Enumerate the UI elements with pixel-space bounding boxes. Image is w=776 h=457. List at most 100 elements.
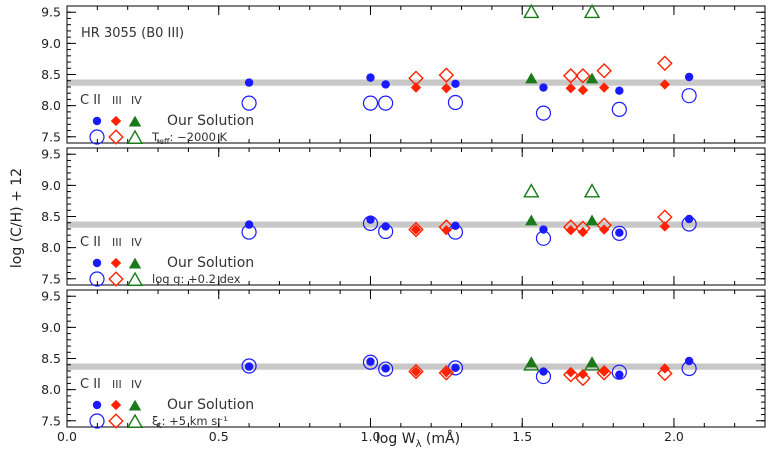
solution-cii-point — [539, 367, 548, 376]
perturbed-cii-point — [681, 88, 697, 104]
solution-cii-point — [451, 221, 460, 231]
solution-cii-point — [381, 364, 390, 373]
legend-solution-label: Our Solution — [167, 113, 254, 129]
perturbed-ciii-point — [438, 365, 455, 381]
solution-cii-point — [684, 214, 694, 224]
solution-cii-point — [615, 86, 624, 95]
legend-open-ciii — [108, 271, 124, 287]
solution-civ-point — [585, 214, 599, 226]
solution-cii-point — [539, 225, 548, 234]
legend-ion-civ: IV — [131, 378, 142, 391]
solution-ciii-point — [441, 83, 452, 94]
legend-open-cii — [89, 271, 105, 287]
y-tick-label: 8.5 — [41, 209, 61, 224]
x-tick-label: 0.5 — [209, 429, 229, 444]
perturbed-cii-point — [535, 105, 552, 121]
solution-ciii-point — [598, 224, 610, 235]
solution-cii-point — [244, 362, 254, 371]
y-tick-label: 8.0 — [41, 382, 61, 397]
x-axis-label: log Wλ (mÅ) — [376, 430, 460, 450]
solution-ciii-point — [659, 363, 671, 374]
y-tick-label: 7.5 — [41, 129, 61, 144]
perturbed-civ-point — [523, 183, 540, 198]
perturbed-ciii-point — [657, 365, 673, 382]
solution-civ-point — [585, 356, 599, 368]
legend-open-cii — [89, 413, 105, 429]
legend-filled-ciii — [110, 115, 122, 127]
perturbed-ciii-point — [575, 67, 591, 84]
solution-ciii-point — [565, 225, 576, 236]
legend-open-civ — [126, 271, 144, 286]
legend-ion-cii: C II — [80, 377, 101, 392]
solution-cii-point — [244, 78, 254, 87]
perturbation-value: : −2000 K — [169, 130, 227, 144]
perturbed-ciii-point — [575, 370, 591, 387]
legend-filled-cii — [92, 116, 102, 126]
solution-ciii-point — [565, 83, 576, 94]
perturbed-civ-point — [523, 3, 540, 19]
star-label: HR 3055 (B0 III) — [81, 26, 184, 41]
y-tick-label: 9.0 — [41, 178, 61, 193]
legend-ion-cii: C II — [80, 93, 101, 108]
y-tick-label: 8.5 — [41, 67, 61, 82]
y-tick-label: 8.0 — [41, 98, 61, 113]
solution-ciii-point — [441, 225, 452, 236]
y-tick-label: 9.5 — [41, 289, 61, 304]
legend-open-civ — [126, 413, 144, 428]
solution-cii-point — [381, 222, 390, 231]
solution-ciii-point — [565, 367, 576, 378]
solution-civ-point — [585, 72, 599, 84]
perturbed-ciii-point — [408, 221, 424, 238]
solution-ciii-point — [577, 226, 589, 238]
perturbation-symbol: ξ — [152, 414, 158, 428]
legend-ion-cii: C II — [80, 235, 101, 250]
x-axis-label-unit: (mÅ) — [421, 430, 460, 447]
legend-filled-cii — [92, 400, 102, 410]
legend-open-civ — [126, 129, 144, 144]
perturbed-cii-point — [378, 95, 394, 111]
perturbation-symbol: log g — [152, 272, 181, 286]
legend-filled-civ — [128, 115, 142, 127]
legend-perturbation-label: log g: +0.2 dex — [152, 272, 241, 286]
perturbed-cii-point — [611, 101, 627, 117]
solution-civ-point — [525, 356, 538, 368]
legend-open-cii — [89, 129, 105, 145]
y-tick-label: 9.5 — [41, 5, 61, 20]
y-tick-label: 8.0 — [41, 240, 61, 255]
legend-filled-cii — [92, 258, 102, 268]
solution-civ-point — [525, 72, 538, 84]
legend-ion-civ: IV — [131, 94, 142, 107]
perturbed-ciii-point — [408, 363, 424, 380]
y-tick-label: 8.5 — [41, 351, 61, 366]
perturbed-cii-point — [611, 225, 627, 241]
perturbation-value: : +5 km s⁻¹ — [162, 414, 228, 428]
perturbed-ciii-point — [438, 67, 455, 83]
solution-civ-point — [525, 214, 538, 226]
legend-ion-ciii: III — [112, 236, 122, 249]
legend-perturbation-label: Teff: −2000 K — [151, 130, 228, 146]
legend-filled-ciii — [110, 257, 122, 269]
y-tick-label: 9.0 — [41, 320, 61, 335]
solution-ciii-point — [577, 84, 589, 96]
solution-cii-point — [366, 215, 375, 224]
solution-ciii-point — [410, 82, 422, 93]
y-tick-label: 7.5 — [41, 271, 61, 286]
perturbed-civ-point — [583, 183, 601, 198]
solution-ciii-point — [577, 368, 589, 380]
perturbed-cii-point — [362, 95, 379, 111]
solution-cii-point — [615, 370, 624, 379]
y-tick-label: 9.0 — [41, 36, 61, 51]
solution-cii-point — [684, 356, 694, 366]
legend-filled-ciii — [110, 399, 122, 411]
perturbed-cii-point — [241, 95, 257, 111]
legend-ion-ciii: III — [112, 378, 122, 391]
solution-ciii-point — [410, 224, 422, 235]
perturbed-civ-point — [583, 3, 601, 19]
legend-open-ciii — [108, 413, 124, 429]
legend-open-ciii — [108, 129, 124, 145]
solution-ciii-point — [598, 366, 610, 377]
solution-cii-point — [684, 72, 694, 82]
